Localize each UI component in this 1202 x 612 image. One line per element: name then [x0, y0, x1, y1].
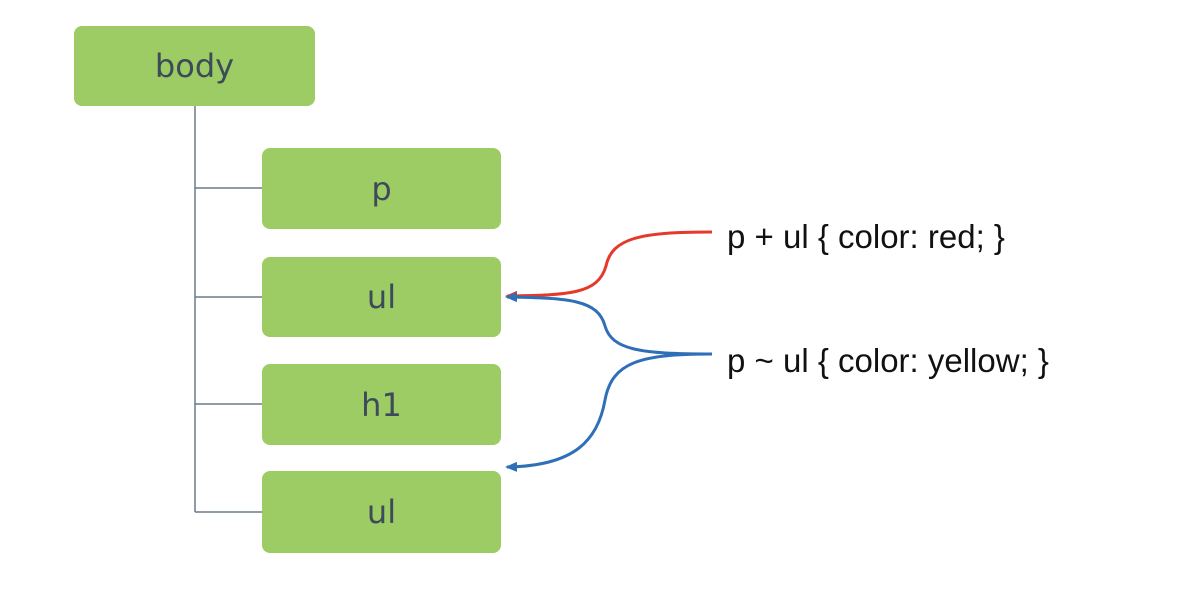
general-sibling-rule: p ~ ul { color: yellow; }: [727, 342, 1049, 379]
general-sibling-arrow-2: [505, 352, 713, 472]
adjacent-sibling-arrow: [505, 230, 713, 301]
adjacent-sibling-rule: p + ul { color: red; }: [727, 218, 1005, 255]
node-body: body: [74, 26, 315, 106]
node-h1: h1: [262, 364, 501, 445]
node-p: p: [262, 148, 501, 229]
node-ul-first: ul: [262, 257, 501, 337]
node-ul-second: ul: [262, 471, 501, 553]
tree-lines: [194, 106, 262, 513]
general-sibling-arrow-1: [505, 292, 713, 356]
